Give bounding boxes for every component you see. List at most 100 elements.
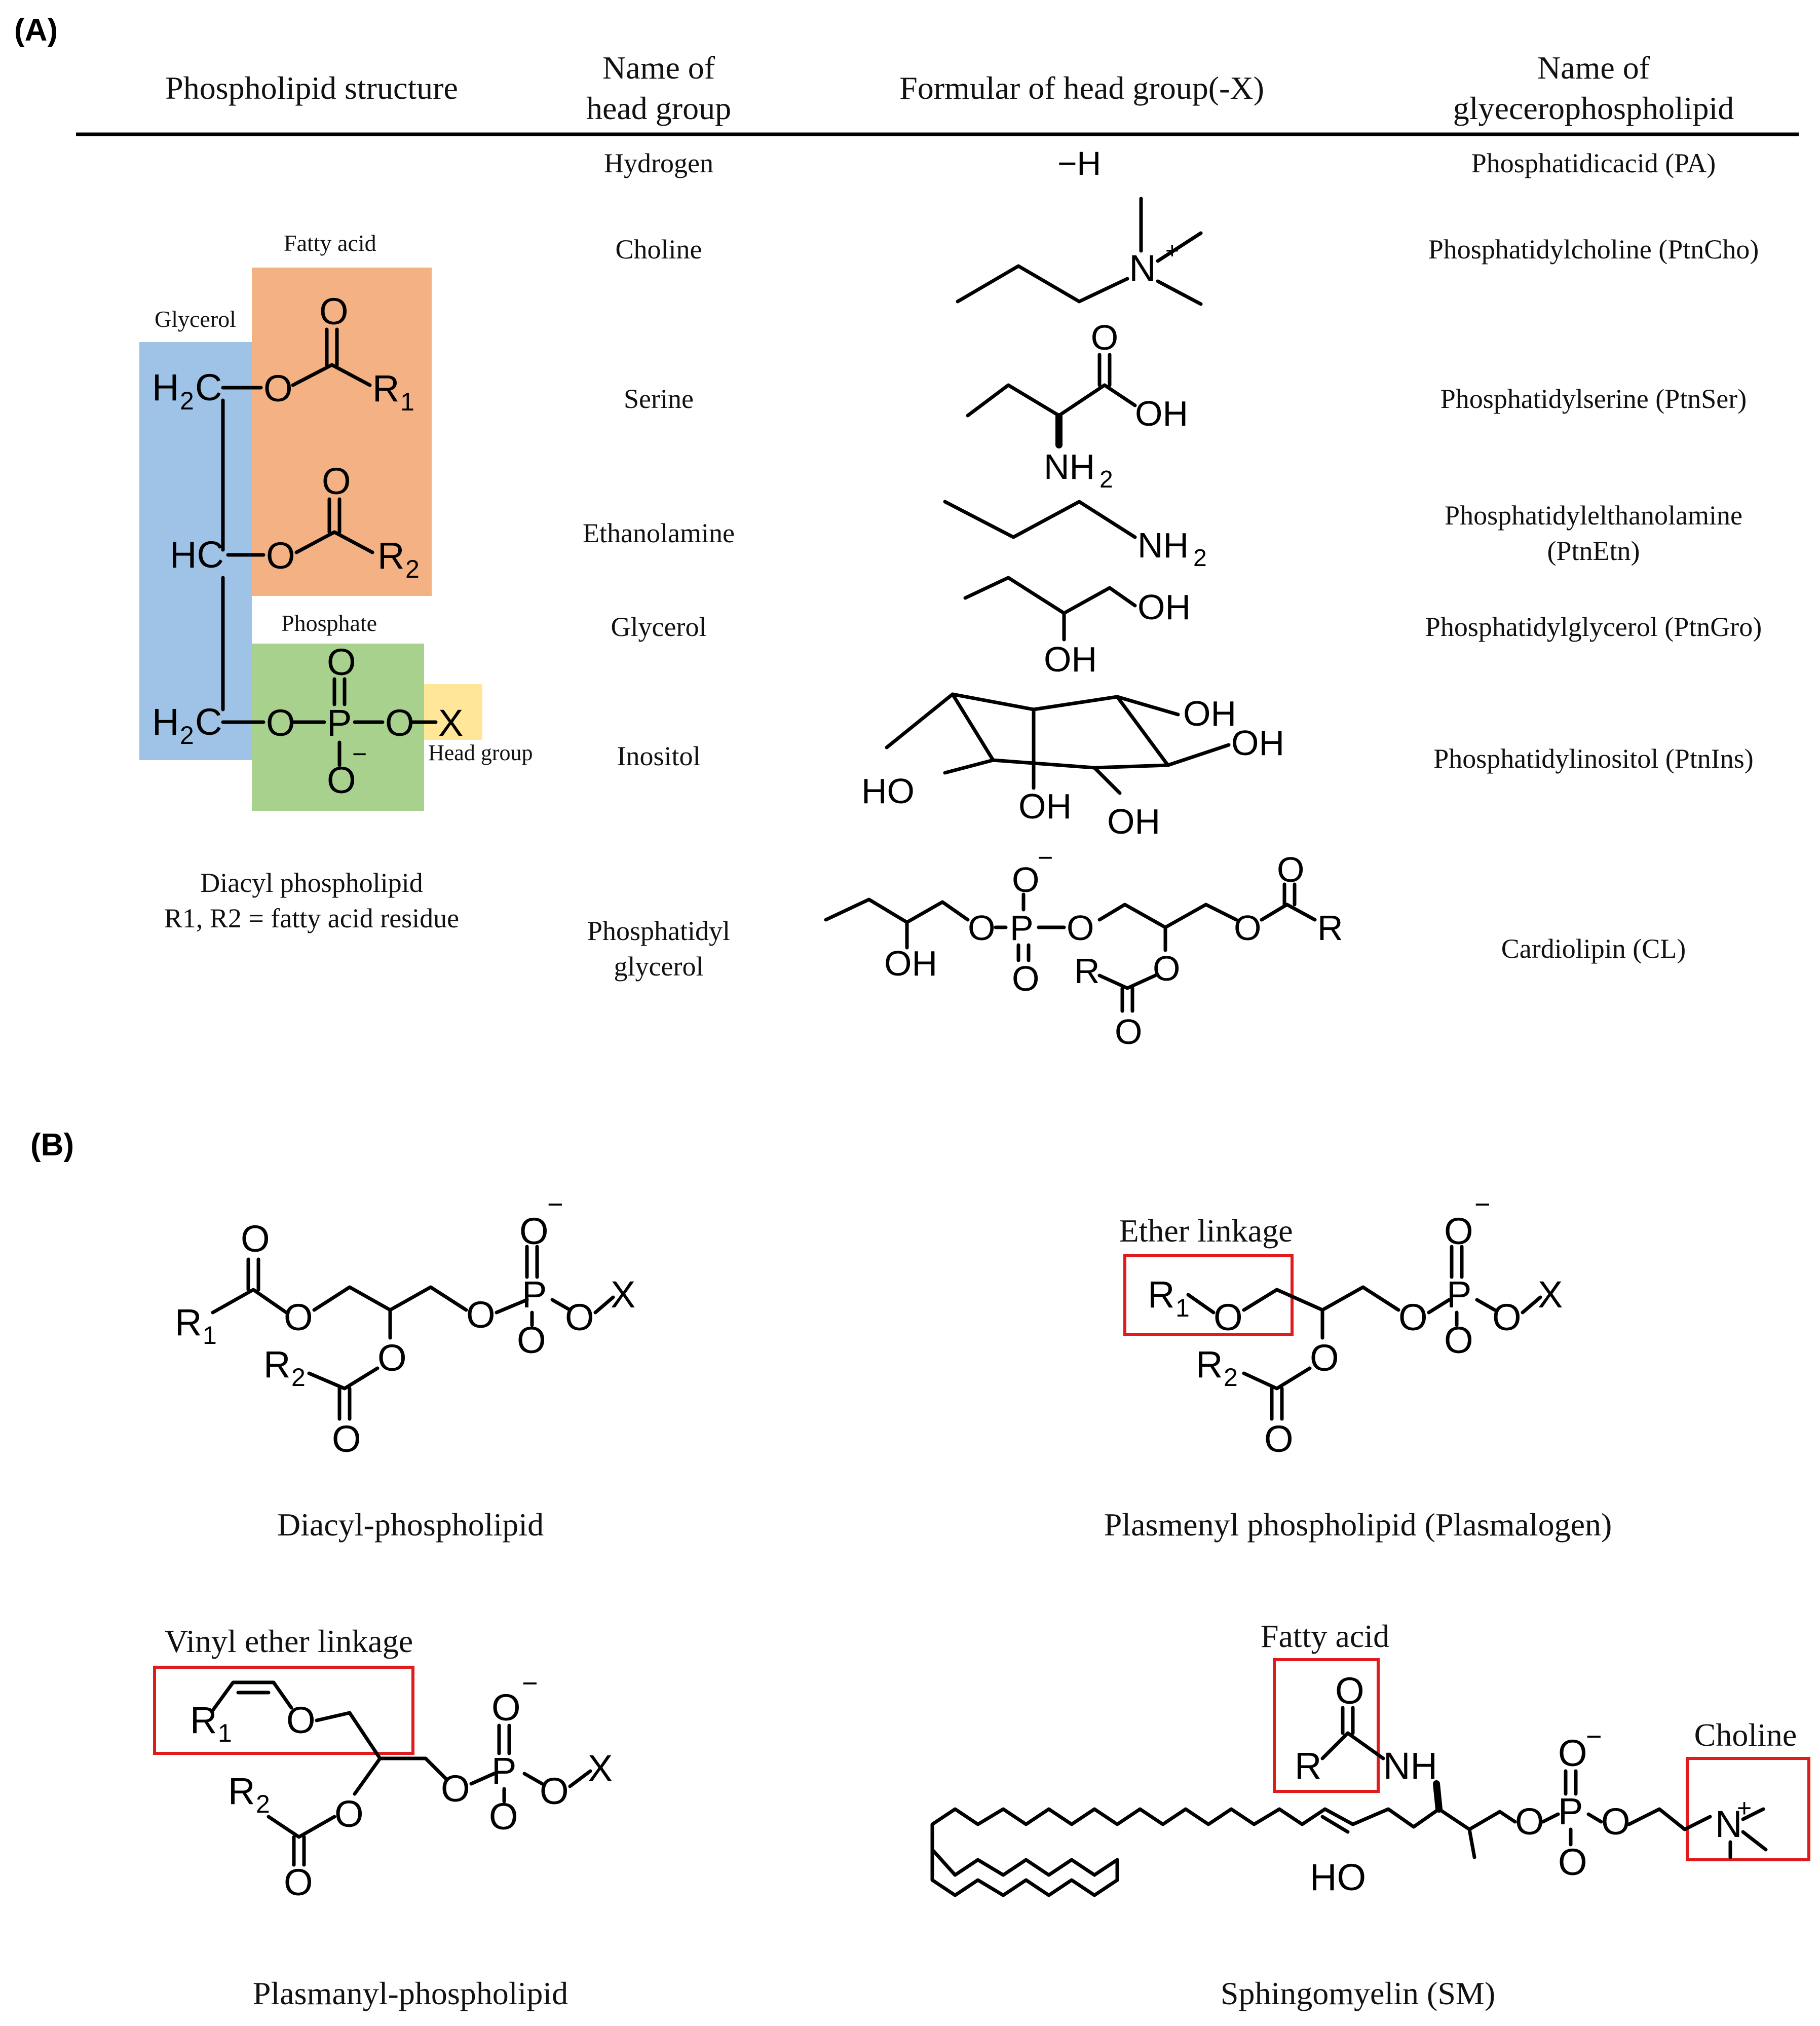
svg-text:OH: OH <box>884 944 937 983</box>
svg-text:−: − <box>522 1668 538 1699</box>
pl-ptngro: Phosphatidylglycerol (PtnGro) <box>1425 612 1762 642</box>
svg-text:O: O <box>1601 1800 1631 1843</box>
svg-text:X: X <box>1538 1273 1563 1316</box>
svg-text:R: R <box>228 1770 255 1812</box>
svg-text:R: R <box>1317 908 1343 948</box>
svg-text:O: O <box>334 1793 364 1835</box>
svg-text:−: − <box>352 740 367 768</box>
caption-plasmenyl: Plasmenyl phospholipid (Plasmalogen) <box>1104 1507 1612 1543</box>
formula-choline: N + <box>956 197 1203 306</box>
svg-text:R: R <box>1074 951 1100 991</box>
structure-plasmanyl: Vinyl ether linkage R 1 O O P O − O O X … <box>153 1623 613 2011</box>
svg-text:2: 2 <box>1193 545 1207 572</box>
svg-text:HO: HO <box>1310 1856 1366 1898</box>
formula-glycerol: OH OH <box>963 576 1191 679</box>
formula-hydrogen: −H <box>1057 144 1101 182</box>
svg-text:O: O <box>1067 908 1094 948</box>
svg-text:O: O <box>1515 1800 1544 1843</box>
vinyl-ether-box <box>153 1666 414 1755</box>
label-choline-sm: Choline <box>1694 1717 1797 1753</box>
caption-plasmanyl: Plasmanyl-phospholipid <box>253 1975 568 2011</box>
formula-ethanolamine: NH 2 <box>943 500 1207 572</box>
svg-text:O: O <box>284 1861 313 1903</box>
pl-ptnins: Phosphatidylinositol (PtnIns) <box>1433 743 1754 774</box>
svg-text:O: O <box>332 1418 361 1460</box>
svg-text:O: O <box>1558 1841 1587 1883</box>
svg-text:O: O <box>1264 1418 1294 1460</box>
svg-text:O: O <box>540 1770 569 1812</box>
label-vinyl-ether: Vinyl ether linkage <box>165 1623 413 1659</box>
svg-text:OH: OH <box>1107 802 1160 841</box>
svg-text:O: O <box>441 1768 470 1810</box>
svg-text:O: O <box>1444 1210 1473 1252</box>
svg-text:R: R <box>263 1343 290 1385</box>
svg-text:O: O <box>327 641 356 683</box>
pl-pa: Phosphatidicacid (PA) <box>1471 148 1716 178</box>
svg-text:O: O <box>1277 850 1304 889</box>
svg-text:1: 1 <box>400 388 414 416</box>
caption-diacyl-phospholipid: Diacyl-phospholipid <box>277 1507 544 1543</box>
header-gp-name-1: Name of <box>1537 50 1650 86</box>
svg-text:O: O <box>1492 1296 1522 1338</box>
svg-text:2: 2 <box>180 387 194 415</box>
label-phosphate: Phosphate <box>281 610 377 636</box>
svg-text:OH: OH <box>1044 640 1097 679</box>
svg-text:O: O <box>266 535 295 577</box>
header-head-name-2: head group <box>586 90 731 126</box>
svg-text:R: R <box>1295 1745 1321 1787</box>
svg-text:X: X <box>438 702 463 744</box>
header-formula: Formular of head group(-X) <box>899 70 1264 106</box>
header-gp-name-2: glyecerophospholipid <box>1453 90 1734 126</box>
svg-text:R: R <box>175 1301 202 1343</box>
svg-text:+: + <box>1165 237 1179 264</box>
svg-text:O: O <box>284 1296 313 1338</box>
label-glycerol: Glycerol <box>155 306 236 332</box>
svg-text:O: O <box>266 702 295 744</box>
svg-text:−: − <box>1474 1189 1491 1220</box>
svg-text:X: X <box>611 1273 635 1316</box>
header-structure: Phospholipid structure <box>165 70 458 106</box>
svg-text:1: 1 <box>203 1321 217 1349</box>
head-glycerol-2: glycerol <box>614 951 704 982</box>
svg-text:2: 2 <box>180 721 194 749</box>
head-phosphatidyl: Phosphatidyl <box>587 916 730 946</box>
caption-diacyl: Diacyl phospholipid <box>200 868 423 898</box>
svg-text:O: O <box>489 1795 518 1837</box>
head-group-column: Hydrogen Choline Serine Ethanolamine Gly… <box>583 148 735 982</box>
header-head-name-1: Name of <box>602 50 715 86</box>
head-serine: Serine <box>624 384 694 414</box>
svg-text:O: O <box>263 367 293 409</box>
svg-text:O: O <box>241 1218 270 1260</box>
choline-box-sm <box>1686 1757 1810 1861</box>
svg-text:2: 2 <box>1224 1363 1238 1392</box>
svg-text:O: O <box>1310 1337 1339 1379</box>
svg-text:O: O <box>1012 959 1039 998</box>
svg-text:NH: NH <box>1138 526 1189 565</box>
svg-text:N: N <box>1129 247 1156 289</box>
phospholipid-column: Phosphatidicacid (PA) Phosphatidylcholin… <box>1425 148 1762 964</box>
svg-text:C: C <box>195 701 222 743</box>
svg-text:O: O <box>319 290 349 332</box>
svg-text:O: O <box>1444 1319 1473 1361</box>
svg-text:O: O <box>1153 949 1180 988</box>
svg-text:O: O <box>322 460 351 502</box>
svg-text:HC: HC <box>170 534 224 576</box>
svg-text:−: − <box>1038 843 1053 873</box>
svg-text:P: P <box>522 1273 547 1316</box>
pl-cl: Cardiolipin (CL) <box>1501 933 1686 964</box>
svg-text:O: O <box>1091 318 1118 357</box>
head-choline: Choline <box>616 234 702 265</box>
svg-text:2: 2 <box>256 1790 270 1818</box>
svg-text:OH: OH <box>1138 587 1191 627</box>
fatty-acid-box <box>252 268 432 596</box>
panel-b-label: (B) <box>30 1128 74 1162</box>
svg-text:−: − <box>547 1189 563 1220</box>
svg-text:OH: OH <box>1231 723 1284 763</box>
svg-text:O: O <box>1335 1670 1364 1712</box>
svg-text:O: O <box>968 908 995 948</box>
svg-text:O: O <box>1234 908 1261 948</box>
fatty-acid-box-sm <box>1273 1658 1380 1793</box>
svg-text:−: − <box>1586 1721 1602 1752</box>
